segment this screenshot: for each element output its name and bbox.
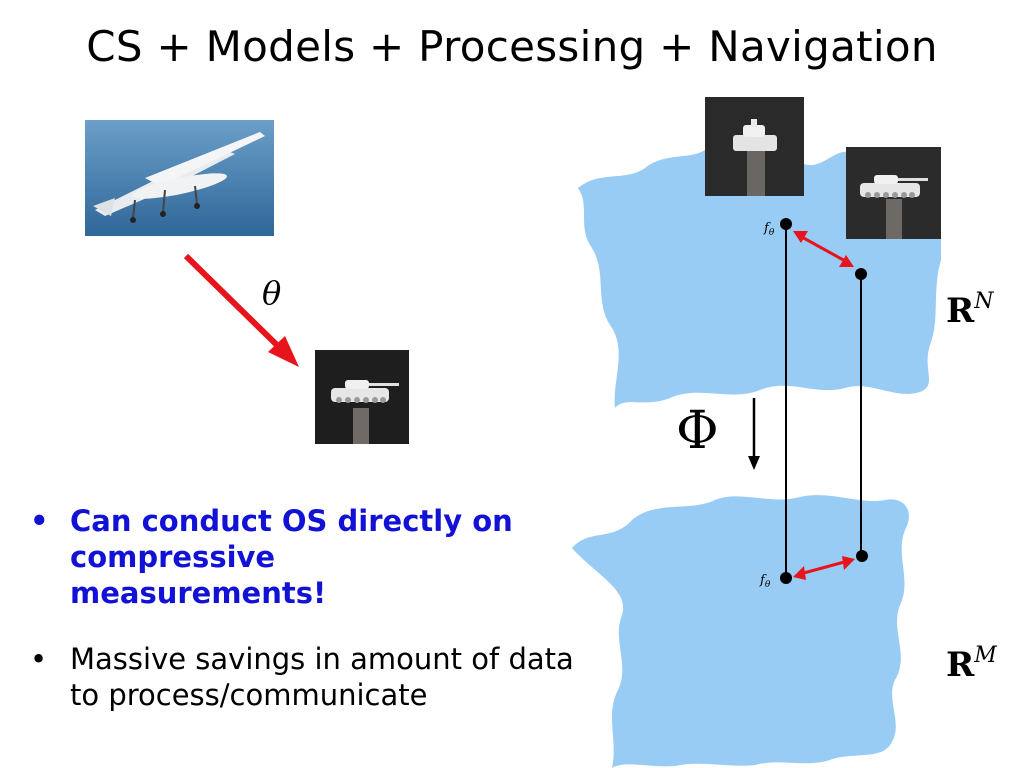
point-f-theta-low (780, 572, 792, 584)
f-theta-label-low: f (759, 573, 767, 588)
point-neighbor-low (856, 550, 868, 562)
svg-text:RM: RM (946, 643, 997, 685)
theta-arrow (183, 253, 299, 367)
bullet-item: • Can conduct OS directly on compressive… (30, 503, 540, 611)
phi-label: Φ (676, 401, 719, 461)
tank-photo-front (705, 97, 804, 196)
bullet-marker: • (30, 642, 48, 676)
point-neighbor-high (855, 268, 867, 280)
theta-label: θ (262, 274, 281, 312)
f-theta-label-high: f (763, 221, 771, 236)
bullet-item: • Massive savings in amount of data to p… (30, 641, 590, 713)
uav-photo (85, 120, 274, 236)
slide-title: CS + Models + Processing + Navigation (86, 22, 938, 71)
point-f-theta-high (780, 218, 792, 230)
svg-text:fθ: fθ (763, 221, 775, 238)
manifold-high-dim (578, 150, 941, 408)
tank-photo-target (315, 350, 409, 444)
tank-photo-side (846, 147, 941, 239)
distance-arrow-low (793, 556, 855, 580)
manifold-low-dim (572, 495, 909, 768)
space-label-low: R (946, 645, 975, 685)
space-label-high: R (946, 291, 975, 331)
svg-text:fθ: fθ (759, 573, 771, 590)
distance-arrow-high (793, 231, 854, 267)
bullet-list: • Can conduct OS directly on compressive… (30, 503, 590, 739)
bullet-text: Massive savings in amount of data to pro… (70, 642, 574, 712)
phi-down-arrow (748, 398, 760, 470)
svg-text:RN: RN (946, 289, 994, 331)
bullet-marker: • (30, 504, 49, 538)
bullet-text: Can conduct OS directly on compressive m… (70, 504, 513, 610)
